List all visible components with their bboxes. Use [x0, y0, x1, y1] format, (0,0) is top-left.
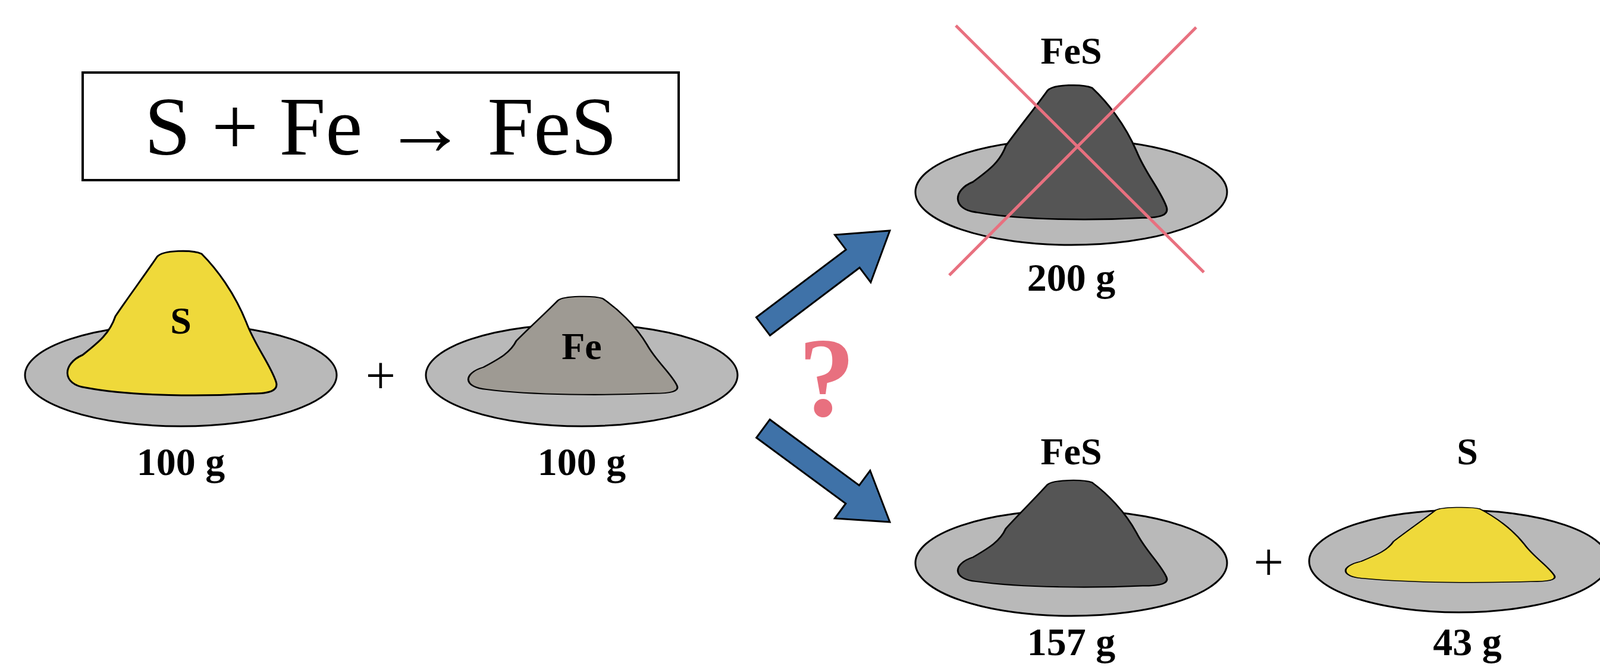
plus-sign: +: [1253, 535, 1285, 590]
mass-label: 43 g: [1432, 622, 1502, 663]
substance-label: FeS: [1040, 433, 1102, 472]
mass-label: 157 g: [1027, 622, 1116, 663]
leftover-plate: S 43 g: [1309, 428, 1598, 667]
cross-line: [955, 25, 1204, 273]
cross-line: [949, 27, 1197, 276]
sulfur-pile: [1345, 507, 1555, 583]
iron-pile: [468, 296, 678, 395]
product-plate: FeS 200 g: [915, 17, 1228, 304]
plus-sign: +: [365, 349, 397, 403]
substance-label: Fe: [561, 327, 602, 366]
sulfur-pile: [67, 251, 277, 396]
substance-label: S: [170, 302, 192, 341]
iron-sulfide-pile: [957, 85, 1167, 220]
equation-box: S + Fe → FeS: [81, 71, 680, 182]
iron-sulfide-pile: [957, 480, 1167, 588]
substance-label: S: [1456, 433, 1479, 472]
mass-label: 200 g: [1027, 258, 1116, 298]
substance-label: FeS: [1040, 32, 1102, 71]
mass-label: 100 g: [136, 442, 226, 482]
reaction-arrow: [756, 419, 890, 523]
reactant-plate: S 100 g: [24, 279, 337, 494]
product-plate: FeS 157 g: [915, 428, 1228, 667]
mass-label: 100 g: [537, 442, 627, 482]
equation-text: S + Fe → FeS: [144, 85, 618, 169]
reactant-plate: Fe 100 g: [425, 279, 738, 494]
reaction-arrow: [756, 230, 891, 336]
question-mark: ?: [798, 321, 856, 435]
